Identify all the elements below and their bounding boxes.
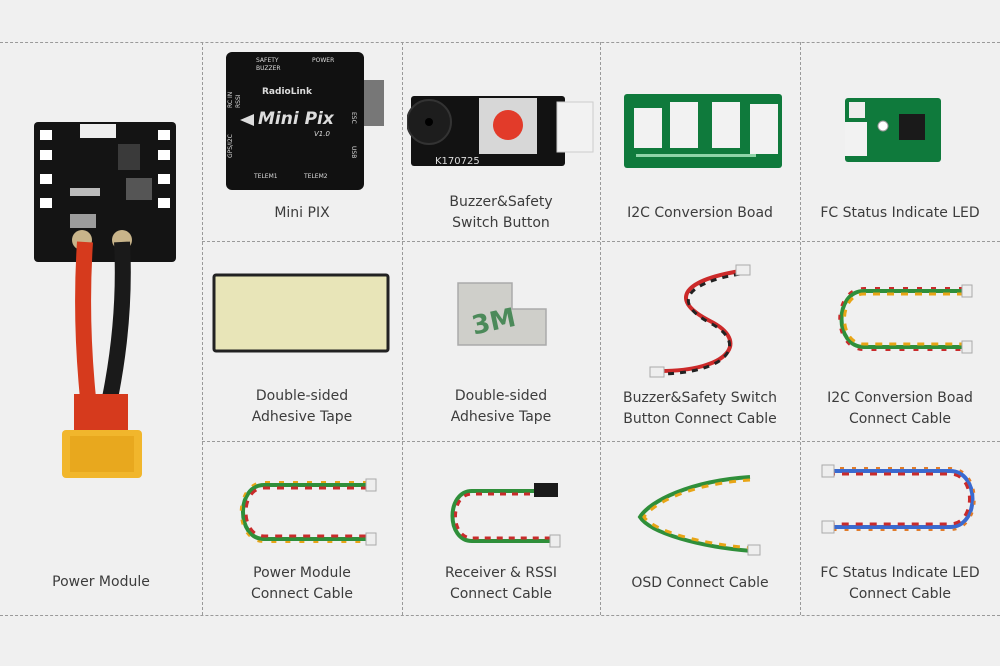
grid-col-divider-2: [402, 42, 403, 615]
fc-led-image: [845, 98, 941, 162]
i2c-cable-label: I2C Conversion Boad Connect Cable: [827, 390, 973, 427]
svg-text:GPS/I2C: GPS/I2C: [227, 134, 234, 158]
grid-top-border: [0, 42, 1000, 43]
buzzer-safety-label: Buzzer&Safety Switch Button: [449, 194, 553, 231]
item-mini-pix: SAFETY BUZZER POWER RadioLink Mini Pix V…: [202, 42, 402, 241]
svg-text:SAFETY: SAFETY: [256, 57, 279, 64]
svg-text:TELEM1: TELEM1: [253, 173, 278, 180]
svg-text:V1.0: V1.0: [314, 130, 330, 138]
svg-text:ESC: ESC: [350, 112, 357, 124]
power-module-image: [34, 122, 176, 478]
power-cable-label: Power Module Connect Cable: [250, 565, 354, 602]
fc-led-label: FC Status Indicate LED: [820, 205, 980, 221]
led-cable-image: [821, 464, 976, 534]
item-i2c-board: I2C Conversion Boad: [600, 42, 800, 241]
osd-cable-image: [637, 475, 761, 556]
svg-text:RSSI: RSSI: [235, 94, 242, 108]
tape-2-label: Double-sided Adhesive Tape: [450, 388, 552, 425]
grid-col-divider-1: [202, 42, 203, 615]
accessory-grid: Power Module SAFETY BUZZER POWER RadioLi…: [0, 42, 1000, 616]
grid-row-divider-1: [202, 241, 1000, 242]
svg-text:USB: USB: [350, 146, 357, 158]
grid-row-divider-2: [202, 441, 1000, 442]
grid-col-divider-3: [600, 42, 601, 615]
tape-2-image: 3M: [457, 282, 547, 346]
buzzer-cable-label: Buzzer&Safety Switch Button Connect Cabl…: [623, 390, 777, 427]
item-osd-cable: OSD Connect Cable: [600, 441, 800, 615]
svg-text:Mini Pix: Mini Pix: [258, 109, 335, 129]
svg-text:RC IN: RC IN: [227, 92, 234, 108]
led-cable-label: FC Status Indicate LED Connect Cable: [820, 565, 980, 602]
item-rssi-cable: Receiver & RSSI Connect Cable: [402, 441, 600, 615]
i2c-board-label: I2C Conversion Boad: [627, 205, 773, 221]
item-led-cable: FC Status Indicate LED Connect Cable: [800, 441, 1000, 615]
svg-text:K170725: K170725: [435, 156, 480, 167]
item-power-cable: Power Module Connect Cable: [202, 441, 402, 615]
tape-1-label: Double-sided Adhesive Tape: [251, 388, 353, 425]
item-i2c-cable: I2C Conversion Boad Connect Cable: [800, 241, 1000, 441]
svg-text:POWER: POWER: [312, 57, 334, 64]
i2c-board-image: [624, 94, 782, 168]
grid-col-divider-4: [800, 42, 801, 615]
item-power-module: Power Module: [0, 42, 202, 615]
osd-cable-label: OSD Connect Cable: [631, 575, 769, 591]
mini-pix-image: SAFETY BUZZER POWER RadioLink Mini Pix V…: [226, 52, 384, 190]
power-cable-image: [239, 478, 377, 546]
buzzer-safety-image: K170725: [407, 96, 594, 167]
svg-text:RadioLink: RadioLink: [262, 87, 313, 97]
svg-text:BUZZER: BUZZER: [256, 65, 281, 72]
item-tape-1: Double-sided Adhesive Tape: [202, 241, 402, 441]
grid-bottom-border: [0, 615, 1000, 616]
item-buzzer-cable: Buzzer&Safety Switch Button Connect Cabl…: [600, 241, 800, 441]
item-fc-led: FC Status Indicate LED: [800, 42, 1000, 241]
rssi-cable-image: [450, 483, 561, 548]
i2c-cable-image: [838, 284, 973, 354]
rssi-cable-label: Receiver & RSSI Connect Cable: [444, 565, 557, 602]
power-module-label: Power Module: [52, 574, 150, 590]
item-buzzer-safety: K170725 Buzzer&Safety Switch Button: [402, 42, 600, 241]
tape-1-image: [212, 273, 390, 353]
item-tape-2: 3M Double-sided Adhesive Tape: [402, 241, 600, 441]
mini-pix-label: Mini PIX: [274, 205, 330, 221]
buzzer-cable-image: [649, 264, 751, 378]
svg-text:TELEM2: TELEM2: [303, 173, 328, 180]
